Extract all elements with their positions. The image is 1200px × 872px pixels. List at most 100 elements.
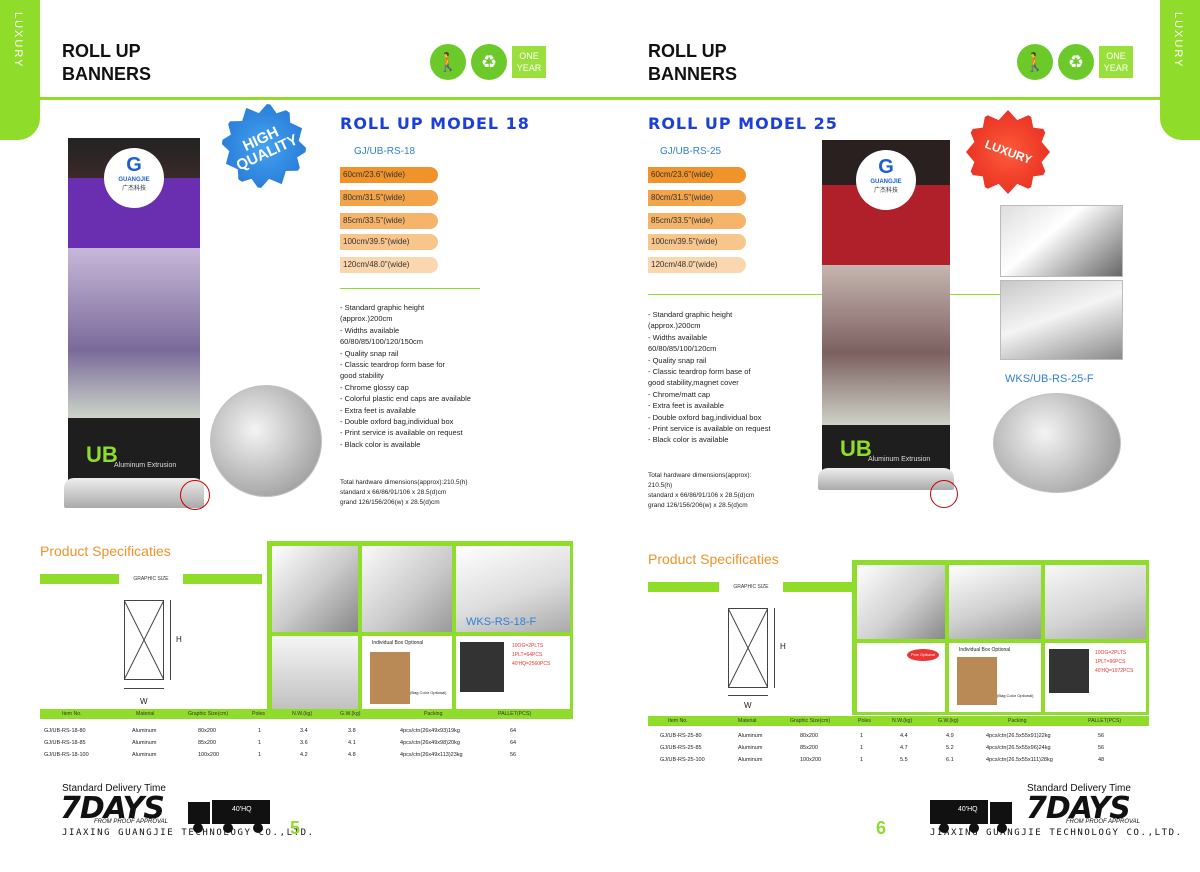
size-row: 120cm/48.0"(wide)	[340, 257, 438, 273]
cap-closeup-photo	[1000, 205, 1123, 277]
delivery-title: Standard Delivery Time	[1027, 783, 1131, 794]
banner-image: G GUANGJIE 广杰科技 UB Aluminum Extrusion	[64, 138, 204, 508]
graphic-size-label: GRAPHIC SIZE	[119, 574, 183, 584]
dim-h: H	[780, 642, 786, 651]
model-code: GJ/UB-RS-18	[354, 146, 416, 157]
cell: GJ/UB-RS-25-80	[660, 733, 702, 739]
cell: 4pcs/ctn(26x49x98)20kg	[400, 740, 460, 746]
product-photo-grid: Pole Optional Individual Box Optional (B…	[852, 560, 1149, 715]
cell: 48	[1098, 757, 1105, 763]
cell: 4pcs/ctn(26.5x55x96)24kg	[986, 745, 1051, 751]
one-year-line1: ONE	[1106, 51, 1126, 61]
cell: 64	[510, 728, 517, 734]
spec-heading: Product Specificaties	[648, 551, 779, 567]
foot-photo	[456, 546, 570, 632]
one-year-line2: YEAR	[1103, 63, 1129, 73]
cell: 4.1	[348, 740, 356, 746]
recycle-icon: ♻	[471, 44, 507, 80]
banner-bedroom-photo	[822, 265, 950, 425]
col-item: Item No.	[62, 711, 82, 717]
width-arrow	[728, 695, 768, 696]
banner-bottom-strip	[68, 418, 200, 478]
pole-photo: Pole Optional	[857, 643, 945, 712]
cell: 4.9	[946, 733, 954, 739]
base-photo	[362, 546, 452, 632]
base-zoom-photo	[210, 385, 322, 497]
graphic-size-diagram	[124, 600, 164, 680]
box-photo: Individual Box Optional (Bag Color Optio…	[362, 636, 452, 711]
col-material: Material	[136, 711, 155, 717]
logo-chinese: 广杰科技	[121, 186, 146, 192]
pallet-line: 10OG=2PLTS	[512, 643, 544, 649]
cell: 4.8	[348, 752, 356, 758]
box-photo: Individual Box Optional (Bag Color Optio…	[949, 643, 1041, 712]
width-arrow	[124, 688, 164, 689]
recycle-icon: ♻	[1058, 44, 1094, 80]
cell: 4pcs/ctn(26.5x55x91)22kg	[986, 733, 1051, 739]
section-title: ROLL UP BANNERS	[62, 41, 152, 84]
truck-icon	[188, 800, 270, 833]
extrusion-mark: UB	[86, 442, 118, 467]
col-material: Material	[738, 718, 757, 724]
cell: 3.4	[300, 728, 308, 734]
luxury-badge: LUXURY	[966, 110, 1050, 194]
logo-brand: GUANGJIE	[118, 177, 150, 183]
foot-photo	[1045, 565, 1146, 639]
page-number: 6	[876, 818, 887, 838]
size-row: 60cm/23.6"(wide)	[648, 167, 746, 183]
box-caption: Individual Box Optional	[959, 647, 1011, 653]
spec-table-header: Item No. Material Graphic Size(cm) Poles…	[648, 716, 1149, 726]
snap-rail-photo	[857, 565, 945, 639]
spine-tab: LUXURY	[1160, 0, 1200, 140]
spine-label: LUXURY	[1172, 12, 1184, 69]
logo-mark: G	[878, 156, 894, 178]
col-item: Item No.	[668, 718, 688, 724]
size-row: 60cm/23.6"(wide)	[340, 167, 438, 183]
cell: Aluminum	[132, 728, 157, 734]
delivery-title: Standard Delivery Time	[62, 783, 166, 794]
graphic-size-label: GRAPHIC SIZE	[719, 582, 783, 592]
size-row: 80cm/31.5"(wide)	[648, 190, 746, 206]
truck-label: 40'HQ	[232, 806, 252, 813]
badge-text: LUXURY	[982, 137, 1034, 167]
cell: 4pcs/ctn(26.5x55x111)28kg	[986, 757, 1053, 763]
cell: 5.2	[946, 745, 954, 751]
spec-table-header: Item No. Material Graphic Size(cm) Poles…	[40, 709, 573, 719]
pallet-info: 10OG=2PLTS 1PLT=96PCS 40'HQ=1972PCS	[1095, 649, 1133, 676]
one-year-badge: ONE YEAR	[1099, 46, 1133, 78]
pallet-stack	[460, 642, 504, 692]
col-size: Graphic Size(cm)	[188, 711, 229, 717]
high-quality-badge: HIGH QUALITY	[208, 90, 320, 202]
col-packing: Packing	[424, 711, 443, 717]
dim-w: W	[744, 701, 752, 710]
logo-circle: G GUANGJIE 广杰科技	[104, 148, 164, 208]
one-year-line1: ONE	[519, 51, 539, 61]
size-row: 100cm/39.5"(wide)	[340, 234, 438, 250]
cap-photo	[272, 546, 358, 632]
col-pallet: PALLET(PCS)	[1088, 718, 1122, 724]
graphic-size-band: GRAPHIC SIZE	[40, 574, 262, 584]
walking-man-icon: 🚶	[1017, 44, 1053, 80]
height-arrow	[774, 608, 775, 688]
cell: Aluminum	[738, 745, 763, 751]
bag-photo	[272, 636, 358, 711]
logo-mark: G	[126, 154, 142, 176]
pallet-stack	[1049, 649, 1089, 693]
company-name: JIAXING GUANGJIE TECHNOLOGY CO.,LTD.	[62, 828, 315, 838]
truck-label: 40'HQ	[958, 806, 978, 813]
pallet-info: 10OG=2PLTS 1PLT=64PCS 40'HQ=2560PCS	[512, 642, 550, 669]
cell: 1	[860, 733, 864, 739]
cell: GJ/UB-RS-25-85	[660, 745, 702, 751]
from-proof: FROM PROOF APPROVAL	[94, 819, 169, 825]
col-gw: G.W.(kg)	[340, 711, 361, 717]
cell: 85x200	[800, 745, 819, 751]
section-title: ROLL UP BANNERS	[648, 41, 738, 84]
size-row: 120cm/48.0"(wide)	[648, 257, 746, 273]
feature-list: - Standard graphic height (approx.)200cm…	[648, 310, 771, 445]
spec-heading: Product Specificaties	[40, 543, 171, 559]
cell: 1	[258, 740, 262, 746]
divider	[340, 288, 480, 289]
